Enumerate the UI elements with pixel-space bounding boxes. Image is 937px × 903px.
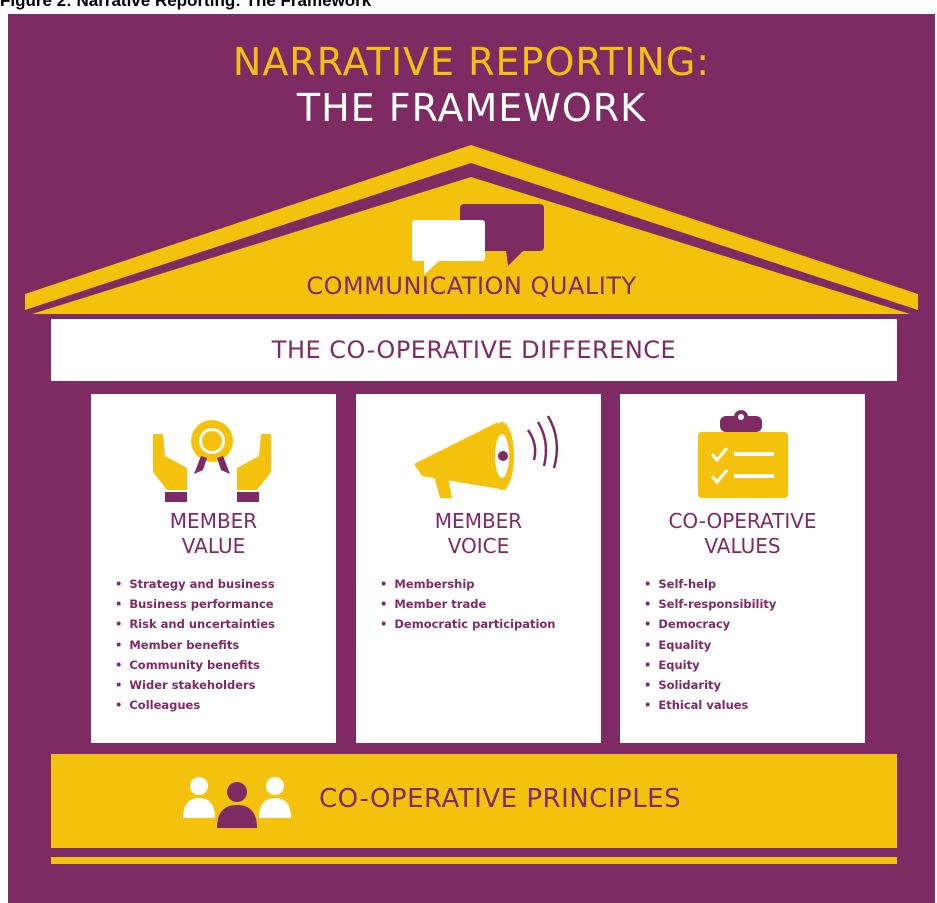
pillar-title: CO-OPERATIVE VALUES xyxy=(620,509,865,559)
list-item: Self-responsibility xyxy=(644,594,776,614)
figure-caption: Figure 2: Narrative Reporting: The Frame… xyxy=(0,0,372,10)
list-item: Democracy xyxy=(644,614,776,634)
pillar-item-list: Strategy and business Business performan… xyxy=(115,574,275,715)
list-item: Risk and uncertainties xyxy=(115,614,275,634)
pillar-member-value: MEMBER VALUE Strategy and business Busin… xyxy=(91,394,336,743)
list-item: Business performance xyxy=(115,594,275,614)
megaphone-icon xyxy=(414,415,559,498)
pillar-item-list: Self-help Self-responsibility Democracy … xyxy=(644,574,776,715)
pillar-cooperative-values: CO-OPERATIVE VALUES Self-help Self-respo… xyxy=(620,394,865,743)
framework-poster: NARRATIVE REPORTING: THE FRAMEWORK COMMU… xyxy=(8,14,935,903)
list-item: Member trade xyxy=(380,594,555,614)
list-item: Strategy and business xyxy=(115,574,275,594)
title-line-1: NARRATIVE REPORTING: xyxy=(232,40,711,84)
speech-bubbles-icon xyxy=(412,204,544,275)
list-item: Equity xyxy=(644,655,776,675)
list-item: Solidarity xyxy=(644,675,776,695)
hands-award-icon xyxy=(153,420,271,502)
list-item: Equality xyxy=(644,635,776,655)
title-line-2: THE FRAMEWORK xyxy=(296,86,647,130)
pillar-title-line-2: VALUES xyxy=(704,534,781,558)
list-item: Self-help xyxy=(644,574,776,594)
pillar-title-line-1: CO-OPERATIVE xyxy=(668,509,817,533)
list-item: Wider stakeholders xyxy=(115,675,275,695)
pillar-member-voice: MEMBER VOICE Membership Member trade Dem… xyxy=(356,394,601,743)
people-group-icon xyxy=(183,777,291,828)
pillar-title-line-2: VOICE xyxy=(447,534,510,558)
pillar-title: MEMBER VALUE xyxy=(91,509,336,559)
cooperative-difference-label: THE CO-OPERATIVE DIFFERENCE xyxy=(271,336,677,364)
pillar-title-line-1: MEMBER xyxy=(434,509,523,533)
cooperative-principles-label: CO-OPERATIVE PRINCIPLES xyxy=(319,784,682,814)
base-underline xyxy=(51,857,897,864)
list-item: Member benefits xyxy=(115,635,275,655)
list-item: Colleagues xyxy=(115,695,275,715)
pillar-title: MEMBER VOICE xyxy=(356,509,601,559)
communication-quality-label: COMMUNICATION QUALITY xyxy=(306,272,637,300)
clipboard-checklist-icon xyxy=(698,410,788,498)
pillar-title-line-1: MEMBER xyxy=(169,509,258,533)
list-item: Membership xyxy=(380,574,555,594)
pillar-item-list: Membership Member trade Democratic parti… xyxy=(380,574,555,635)
list-item: Ethical values xyxy=(644,695,776,715)
cooperative-principles-base: CO-OPERATIVE PRINCIPLES xyxy=(51,754,897,848)
roof-pediment xyxy=(25,145,918,314)
cooperative-difference-bar: THE CO-OPERATIVE DIFFERENCE xyxy=(51,319,897,381)
list-item: Community benefits xyxy=(115,655,275,675)
pillar-title-line-2: VALUE xyxy=(181,534,246,558)
list-item: Democratic participation xyxy=(380,614,555,634)
